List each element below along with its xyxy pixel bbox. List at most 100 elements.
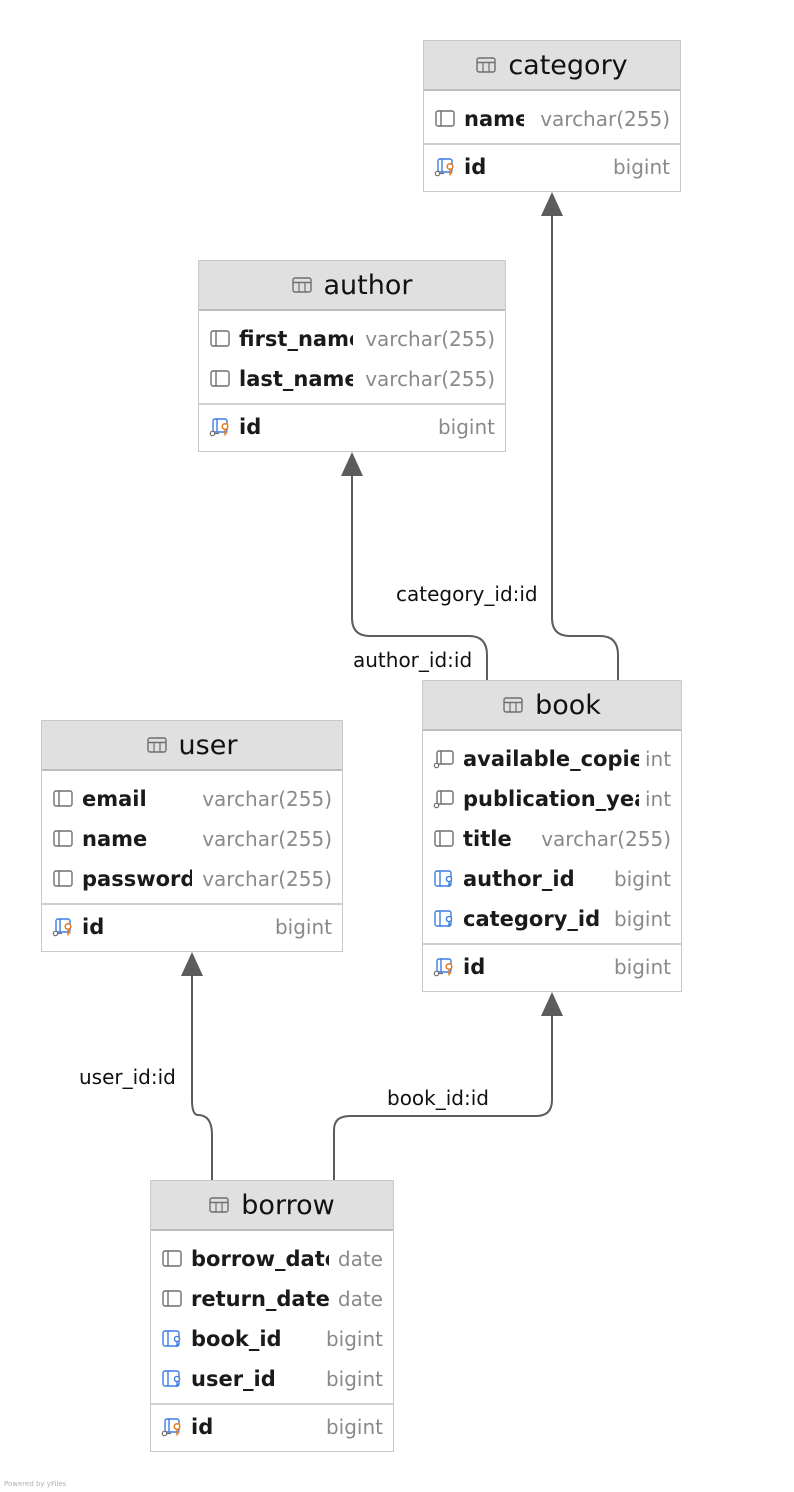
column-type: varchar(255) bbox=[540, 107, 670, 131]
foreign-key-icon bbox=[433, 869, 455, 889]
foreign-key-icon bbox=[161, 1369, 183, 1389]
column-row[interactable]: name varchar(255) bbox=[424, 99, 680, 139]
column-name: password bbox=[82, 867, 192, 891]
column-name: user_id bbox=[191, 1367, 276, 1391]
edge-label-author: author_id:id bbox=[353, 648, 473, 672]
foreign-key-icon bbox=[161, 1329, 183, 1349]
column-type: varchar(255) bbox=[365, 327, 495, 351]
column-icon bbox=[52, 789, 74, 809]
table-header[interactable]: category bbox=[424, 41, 680, 91]
table-icon bbox=[146, 737, 167, 753]
column-list: name varchar(255) id bigint bbox=[424, 91, 680, 189]
edge-author bbox=[351, 474, 488, 680]
primary-key-row[interactable]: id bigint bbox=[424, 145, 680, 189]
primary-key-icon bbox=[433, 957, 455, 977]
column-row[interactable]: book_id bigint bbox=[151, 1319, 393, 1359]
edge-label-category: category_id:id bbox=[396, 582, 538, 606]
primary-key-row[interactable]: id bigint bbox=[423, 945, 681, 989]
column-type: varchar(255) bbox=[202, 827, 332, 851]
column-type: varchar(255) bbox=[365, 367, 495, 391]
column-type: bigint bbox=[613, 955, 671, 979]
column-icon bbox=[161, 1249, 183, 1269]
key-separator bbox=[424, 143, 680, 145]
edge-category bbox=[551, 214, 619, 680]
column-icon bbox=[434, 109, 456, 129]
key-separator bbox=[423, 943, 681, 945]
arrowhead-book bbox=[541, 992, 563, 1016]
column-name: available_copies bbox=[463, 747, 639, 771]
column-name: name bbox=[464, 107, 524, 131]
table-header[interactable]: book bbox=[423, 681, 681, 731]
primary-key-icon bbox=[434, 157, 456, 177]
key-separator bbox=[199, 403, 505, 405]
column-type: int bbox=[645, 747, 672, 771]
column-name: author_id bbox=[463, 867, 575, 891]
column-type: varchar(255) bbox=[202, 867, 332, 891]
edge-book bbox=[333, 1014, 553, 1180]
column-type: date bbox=[337, 1247, 383, 1271]
table-title: book bbox=[535, 689, 601, 721]
table-icon bbox=[291, 277, 312, 293]
column-type: varchar(255) bbox=[202, 787, 332, 811]
edge-user bbox=[191, 974, 213, 1180]
column-name: borrow_date bbox=[191, 1247, 329, 1271]
column-row[interactable]: password varchar(255) bbox=[42, 859, 342, 899]
column-row[interactable]: user_id bigint bbox=[151, 1359, 393, 1399]
table-book[interactable]: bookavailable_copiesintpublication_yeari… bbox=[422, 680, 682, 992]
table-header[interactable]: author bbox=[199, 261, 505, 311]
column-row[interactable]: return_date date bbox=[151, 1279, 393, 1319]
table-title: category bbox=[508, 49, 628, 81]
primary-key-icon bbox=[209, 417, 231, 437]
table-header[interactable]: user bbox=[42, 721, 342, 771]
table-icon bbox=[209, 1197, 229, 1213]
column-icon bbox=[433, 829, 455, 849]
column-name: publication_year bbox=[463, 787, 639, 811]
column-row[interactable]: publication_yearint bbox=[423, 779, 681, 819]
edge-label-book: book_id:id bbox=[387, 1086, 489, 1110]
column-type: bigint bbox=[612, 155, 670, 179]
column-row[interactable]: borrow_date date bbox=[151, 1239, 393, 1279]
column-name: last_name bbox=[239, 367, 353, 391]
table-title: author bbox=[323, 269, 413, 301]
table-category[interactable]: category name varchar(255) id bigint bbox=[423, 40, 681, 192]
column-name: id bbox=[463, 955, 486, 979]
column-row[interactable]: last_name varchar(255) bbox=[199, 359, 505, 399]
table-title: user bbox=[178, 729, 238, 761]
column-name: id bbox=[239, 415, 262, 439]
column-row[interactable]: name varchar(255) bbox=[42, 819, 342, 859]
column-type: date bbox=[337, 1287, 383, 1311]
column-name: book_id bbox=[191, 1327, 282, 1351]
table-title: borrow bbox=[241, 1189, 335, 1221]
column-row[interactable]: title varchar(255) bbox=[423, 819, 681, 859]
column-type: varchar(255) bbox=[541, 827, 671, 851]
powered-by-footer: Powered by yFiles bbox=[4, 1480, 67, 1488]
column-type: bigint bbox=[325, 1327, 383, 1351]
arrowhead-user bbox=[181, 952, 203, 976]
column-name: id bbox=[464, 155, 487, 179]
column-type: bigint bbox=[274, 915, 332, 939]
key-separator bbox=[42, 903, 342, 905]
column-name: return_date bbox=[191, 1287, 329, 1311]
table-header[interactable]: borrow bbox=[151, 1181, 393, 1231]
column-name: name bbox=[82, 827, 148, 851]
foreign-key-icon bbox=[433, 909, 455, 929]
column-type: bigint bbox=[613, 907, 671, 931]
column-type: int bbox=[645, 787, 672, 811]
column-type: bigint bbox=[325, 1367, 383, 1391]
column-name: title bbox=[463, 827, 512, 851]
